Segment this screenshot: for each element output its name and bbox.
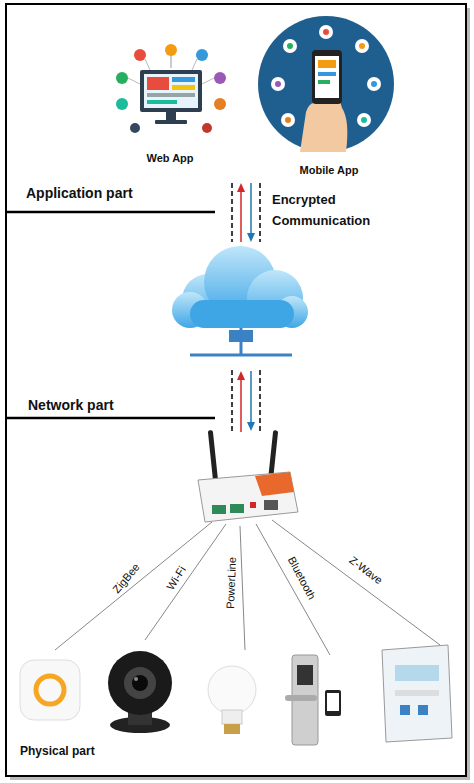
- section-label: Application part: [26, 185, 133, 201]
- light-bulb: [208, 666, 256, 734]
- cloud-icon: [172, 246, 308, 355]
- node-label: Mobile App: [256, 164, 402, 176]
- gateway-router: [198, 430, 298, 522]
- ip-camera: [108, 651, 172, 733]
- section-divider: [7, 211, 215, 214]
- section-label: Network part: [28, 397, 114, 413]
- section-divider: [7, 417, 215, 420]
- app-node: Mobile App: [256, 14, 402, 176]
- mobile-app-illustration: [258, 16, 394, 152]
- smoke-sensor: [20, 660, 80, 720]
- web-app-illustration: [116, 44, 226, 133]
- smart-door-lock: [285, 655, 341, 745]
- protocol-label: PowerLine: [224, 557, 238, 609]
- communication-arrows: [232, 370, 260, 432]
- section-label: Physical part: [20, 744, 95, 758]
- communication-arrows: [232, 183, 260, 242]
- node-label: Web App: [100, 152, 240, 164]
- link-label: Encrypted Communication: [272, 190, 392, 232]
- app-node: Web App: [100, 36, 240, 164]
- protocol-wire: [55, 520, 440, 655]
- smart-meter: [382, 645, 452, 742]
- frame: [6, 4, 466, 776]
